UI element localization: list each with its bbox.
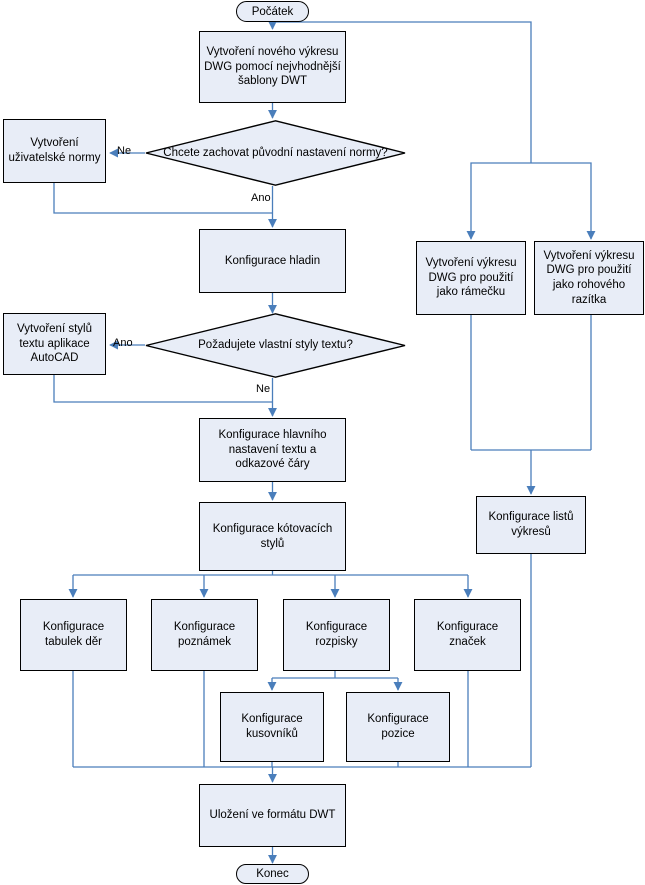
node-hole-tables-label: Konfigurace tabulek děr <box>42 621 105 648</box>
node-dim-styles-label: Konfigurace kótovacích stylů <box>212 522 333 550</box>
node-text-styles-question[interactable]: Požadujete vlastní styly textu? <box>145 313 406 378</box>
node-acad-text-styles-label: Vytvoření stylů textu aplikace AutoCAD <box>17 322 92 365</box>
edge-label-text: Ne <box>117 145 132 157</box>
edge-right-split-right <box>531 162 596 240</box>
node-keep-standard[interactable]: Chcete zachovat původní nastavení normy? <box>145 120 406 186</box>
node-parts-list-label: Konfigurace rozpisky <box>305 621 368 648</box>
node-notes-label: Konfigurace poznámek <box>173 621 236 648</box>
node-layers-label: Konfigurace hladin <box>224 254 321 267</box>
edge-dim-bus <box>73 571 468 576</box>
node-acad-text-styles[interactable]: Vytvoření stylů textu aplikace AutoCAD <box>3 313 106 375</box>
diamond-shape <box>145 313 406 378</box>
node-save-dwt-label: Uložení ve formátu DWT <box>209 809 336 822</box>
node-user-standard[interactable]: Vytvoření uživatelské normy <box>3 119 106 183</box>
node-symbols[interactable]: Konfigurace značek <box>414 599 521 671</box>
node-bom[interactable]: Konfigurace kusovníků <box>220 692 324 762</box>
edge-right-split-left <box>466 162 531 240</box>
node-end-label: Konec <box>256 868 289 880</box>
edge-label-decision1-yes: Ano <box>251 192 271 204</box>
node-balloons[interactable]: Konfigurace pozice <box>346 692 450 762</box>
node-create-dwg[interactable]: Vytvoření nového výkresu DWG pomocí nejv… <box>199 31 346 103</box>
node-hole-tables[interactable]: Konfigurace tabulek děr <box>20 599 127 671</box>
edge-parts-bus <box>272 671 398 679</box>
edge-label-decision2-no: Ne <box>256 383 270 395</box>
node-symbols-label: Konfigurace značek <box>436 621 499 648</box>
node-border-dwg-label: Vytvoření výkresu DWG pro použití jako r… <box>425 256 517 299</box>
edge-label-text: Ano <box>251 192 271 204</box>
edge-acad-styles-merge <box>53 375 273 403</box>
node-create-dwg-label: Vytvoření nového výkresu DWG pomocí nejv… <box>204 45 341 88</box>
node-dim-styles[interactable]: Konfigurace kótovacích stylů <box>199 502 346 571</box>
node-main-text-leader[interactable]: Konfigurace hlavního nastavení textu a o… <box>199 418 346 482</box>
edge-label-text: Ano <box>113 337 133 349</box>
node-layers[interactable]: Konfigurace hladin <box>199 229 346 293</box>
node-bom-label: Konfigurace kusovníků <box>241 713 303 740</box>
node-main-text-leader-label: Konfigurace hlavního nastavení textu a o… <box>218 428 327 471</box>
edge-user-standard-merge <box>53 183 273 214</box>
node-save-dwt[interactable]: Uložení ve formátu DWT <box>199 784 346 847</box>
node-keep-standard-label: Chcete zachovat původní nastavení normy? <box>163 146 388 159</box>
node-balloons-label: Konfigurace pozice <box>367 713 429 740</box>
node-titleblock-dwg[interactable]: Vytvoření výkresu DWG pro použití jako r… <box>534 241 644 315</box>
node-sheets-label: Konfigurace listů výkresů <box>488 511 574 538</box>
node-start-label: Počátek <box>251 5 294 18</box>
node-end[interactable]: Konec <box>236 864 309 884</box>
node-notes[interactable]: Konfigurace poznámek <box>151 599 258 671</box>
node-text-styles-question-label: Požadujete vlastní styly textu? <box>198 339 353 352</box>
node-border-dwg[interactable]: Vytvoření výkresu DWG pro použití jako r… <box>416 241 526 315</box>
node-start[interactable]: Počátek <box>236 1 309 22</box>
node-parts-list[interactable]: Konfigurace rozpisky <box>283 599 390 671</box>
node-user-standard-label: Vytvoření uživatelské normy <box>8 137 101 164</box>
edge-label-text: Ne <box>256 383 271 395</box>
node-titleblock-dwg-label: Vytvoření výkresu DWG pro použití jako r… <box>543 249 635 306</box>
node-sheets[interactable]: Konfigurace listů výkresů <box>476 496 586 554</box>
edge-label-decision1-no: Ne <box>117 145 131 157</box>
edge-label-decision2-yes: Ano <box>113 337 133 349</box>
